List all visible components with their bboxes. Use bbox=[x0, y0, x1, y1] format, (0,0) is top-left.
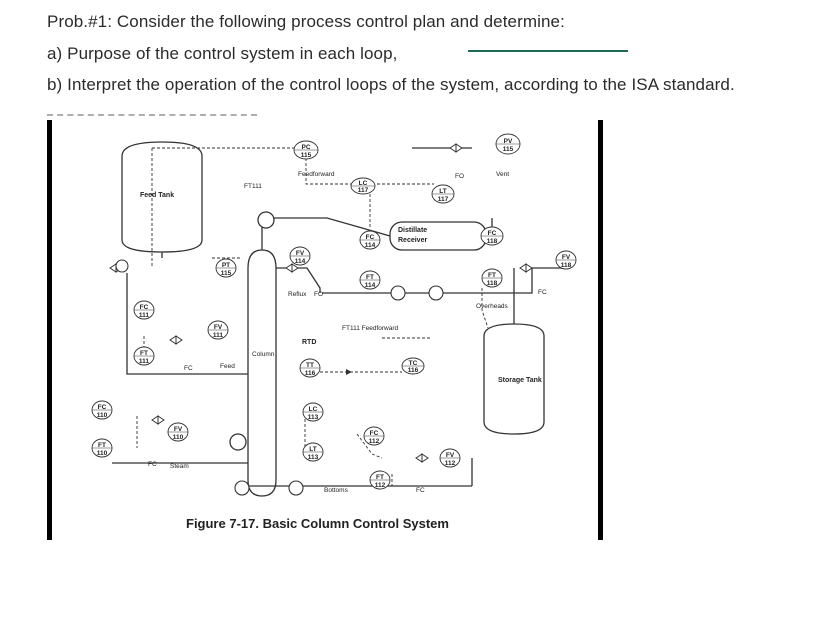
fo-reflux-label: FO bbox=[314, 291, 323, 298]
overheads-label: Overheads bbox=[476, 303, 509, 310]
ft111-top-label: FT111 bbox=[244, 183, 262, 190]
pv115-number: 115 bbox=[503, 146, 514, 153]
figure-caption: Figure 7-17. Basic Column Control System bbox=[186, 516, 449, 531]
pt115-tag: PT bbox=[222, 262, 230, 269]
fv118-tag: FV bbox=[562, 254, 571, 261]
fv114-number: 114 bbox=[295, 258, 306, 265]
pt115-number: 115 bbox=[221, 270, 232, 277]
fc112-number: 112 bbox=[369, 438, 380, 445]
lc117-tag: LC bbox=[359, 180, 368, 187]
ft112-number: 112 bbox=[375, 482, 386, 489]
ft114-tag: FT bbox=[366, 274, 374, 281]
fc118-tag: FC bbox=[488, 230, 497, 237]
fc-bottoms-label: FC bbox=[416, 487, 425, 494]
question-b: b) Interpret the operation of the contro… bbox=[47, 75, 735, 94]
tt116-number: 116 bbox=[305, 370, 316, 377]
lt113-tag: LT bbox=[309, 446, 316, 453]
figure-left-border bbox=[47, 120, 52, 540]
tc116-number: 116 bbox=[408, 367, 419, 374]
steam-label: Steam bbox=[170, 463, 189, 470]
fo-top-label: FO bbox=[455, 173, 464, 180]
tc116-tag: TC bbox=[409, 360, 418, 367]
fc118-number: 118 bbox=[487, 238, 498, 245]
fc110-number: 110 bbox=[97, 412, 108, 419]
problem-statement: Prob.#1: Consider the following process … bbox=[47, 12, 565, 31]
fv112-tag: FV bbox=[446, 452, 455, 459]
tt116-tag: TT bbox=[306, 362, 314, 369]
fv110-number: 110 bbox=[173, 434, 184, 441]
feed-label: Feed bbox=[220, 363, 235, 370]
receiver-label: Receiver bbox=[398, 237, 427, 244]
fv114-tag: FV bbox=[296, 250, 305, 257]
reflux-label: Reflux bbox=[288, 291, 307, 298]
fc112-tag: FC bbox=[370, 430, 379, 437]
rtd-label: RTD bbox=[302, 339, 316, 346]
fv118-number: 118 bbox=[561, 262, 572, 269]
fv111-number: 111 bbox=[213, 332, 224, 339]
fc111-number: 111 bbox=[139, 312, 150, 319]
ft111-number: 111 bbox=[139, 358, 150, 365]
ft110-tag: FT bbox=[98, 442, 106, 449]
ft114-number: 114 bbox=[365, 282, 376, 289]
bottoms-label: Bottoms bbox=[324, 487, 349, 494]
fv110-tag: FV bbox=[174, 426, 183, 433]
ft111-feedforward-label: FT111 Feedforward bbox=[342, 325, 399, 332]
column-label: Column bbox=[252, 351, 275, 358]
fc-steam-label: FC bbox=[148, 461, 157, 468]
lt117-number: 117 bbox=[438, 196, 449, 203]
storage-tank-label: Storage Tank bbox=[498, 377, 542, 384]
fc110-tag: FC bbox=[98, 404, 107, 411]
feedforward-top-label: Feedforward bbox=[298, 171, 335, 178]
lt113-number: 113 bbox=[308, 454, 319, 461]
fv112-number: 112 bbox=[445, 460, 456, 467]
figure-right-border bbox=[598, 120, 603, 540]
vent-label: Vent bbox=[496, 171, 509, 178]
pc115-number: 115 bbox=[301, 152, 312, 159]
question-a: a) Purpose of the control system in each… bbox=[47, 44, 398, 63]
feed-tank-label: Feed Tank bbox=[140, 192, 174, 199]
pv115-tag: PV bbox=[504, 138, 513, 145]
lc113-tag: LC bbox=[309, 406, 318, 413]
fc-feed-label: FC bbox=[184, 365, 193, 372]
lt117-tag: LT bbox=[439, 188, 446, 195]
pc115-tag: PC bbox=[301, 144, 310, 151]
lc117-number: 117 bbox=[358, 187, 369, 194]
distillate-label: Distillate bbox=[398, 227, 427, 234]
ft112-tag: FT bbox=[376, 474, 384, 481]
fc-overheads-label: FC bbox=[538, 289, 547, 296]
fc114-number: 114 bbox=[365, 242, 376, 249]
process-control-diagram: PC 115 PV 115 LC 117 LT 117 FC 114 FV 11… bbox=[91, 133, 577, 497]
dashed-scribble-line bbox=[47, 114, 257, 118]
fc114-tag: FC bbox=[366, 234, 375, 241]
ft118-number: 118 bbox=[487, 280, 498, 287]
ft118-tag: FT bbox=[488, 272, 496, 279]
ft111-tag: FT bbox=[140, 350, 148, 357]
ft110-number: 110 bbox=[97, 450, 108, 457]
fv111-tag: FV bbox=[214, 324, 223, 331]
lc113-number: 113 bbox=[308, 414, 319, 421]
green-underline bbox=[468, 50, 628, 52]
fc111-tag: FC bbox=[140, 304, 149, 311]
